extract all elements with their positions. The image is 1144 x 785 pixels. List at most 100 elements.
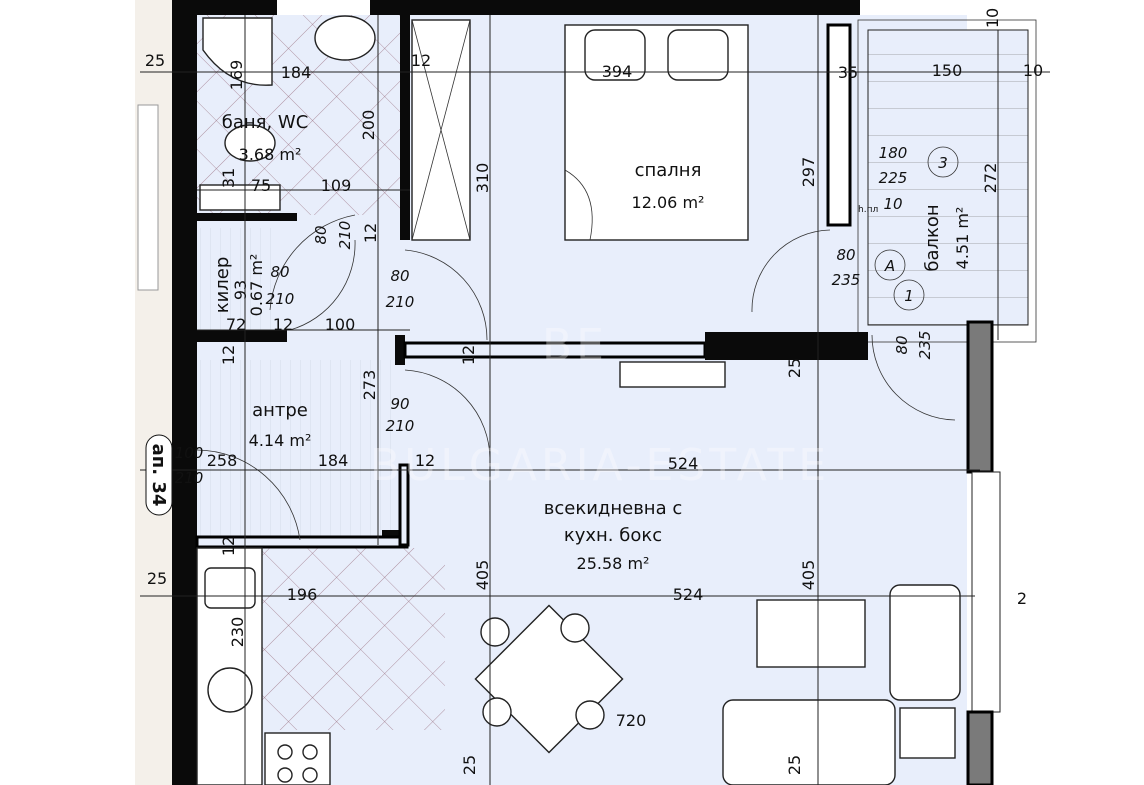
room-name-living: всекидневна с — [544, 498, 682, 519]
watermark-logo: BE — [542, 320, 608, 371]
dim-text: 25 — [145, 51, 165, 70]
dim-text: 180 — [879, 144, 908, 162]
dim-text: 100 — [325, 315, 356, 334]
room-name-bathroom: баня, WC — [222, 112, 309, 133]
dim-text: 524 — [668, 454, 699, 473]
dim-text: 210 — [175, 469, 204, 487]
dim-text: 196 — [287, 585, 318, 604]
dim-text: 230 — [228, 617, 247, 648]
dim-text: 273 — [360, 370, 379, 401]
dim-text: 150 — [932, 61, 963, 80]
markers: 3 A 1 h.пл — [858, 146, 959, 311]
dim-text: 100 — [175, 444, 204, 462]
pantry-dim: 93 — [231, 280, 250, 300]
dim-text: 210 — [386, 417, 415, 435]
dim-text: 258 — [207, 451, 238, 470]
wall-bedroom-balcony-beam — [705, 332, 868, 360]
wall-bath-pantry — [197, 213, 297, 221]
wall-pantry-hall — [197, 330, 287, 342]
dim-text: 297 — [799, 157, 818, 188]
dining-set — [474, 604, 624, 754]
dim-text: 12 — [273, 315, 293, 334]
dim-text: 12 — [361, 223, 380, 243]
exterior-wall-right-lower — [966, 710, 994, 785]
dim-text: 405 — [799, 560, 818, 591]
dim-text: 25 — [460, 755, 479, 775]
pantry-floor — [197, 228, 277, 338]
dim-text: 35 — [838, 63, 858, 82]
exterior-wall-top-left — [197, 0, 277, 15]
door-swings — [196, 214, 956, 541]
room-name-pantry: килер — [212, 257, 233, 314]
exterior-wall-right — [966, 320, 994, 474]
exterior-wall-left — [172, 0, 197, 785]
room-name-living-2: кухн. бокс — [564, 525, 662, 546]
dim-text: 10 — [883, 195, 902, 213]
dim-text: 210 — [386, 293, 415, 311]
dim-text: 10 — [1023, 61, 1043, 80]
toilet — [224, 124, 276, 162]
marker-door-a: A — [884, 257, 895, 275]
room-name-hall: антре — [252, 400, 308, 421]
wall-bath-wardrobe — [400, 15, 410, 240]
dim-text: 80 — [836, 246, 855, 264]
bed — [564, 24, 749, 241]
dim-text: 210 — [266, 290, 295, 308]
dim-text: 235 — [916, 331, 934, 360]
dim-text: 75 — [251, 176, 271, 195]
dim-text: 184 — [281, 63, 312, 82]
dim-text: 31 — [219, 168, 238, 188]
washbasin — [314, 15, 376, 61]
dimension-texts: 25 169 184 12 394 35 150 10 10 200 310 2… — [145, 8, 1043, 775]
boiler-unit — [199, 184, 281, 211]
dim-text: 235 — [832, 271, 861, 289]
window-right — [971, 471, 1001, 713]
room-area-pantry: 0.67 m² — [247, 254, 266, 317]
apartment-label: ап. 34 — [148, 444, 169, 507]
dim-text: 2 — [1017, 589, 1027, 608]
tv-unit — [619, 361, 726, 388]
marker-door-1: 1 — [904, 287, 914, 305]
dim-text: 272 — [981, 163, 1000, 194]
dim-text: 310 — [473, 163, 492, 194]
room-area-bedroom: 12.06 m² — [632, 193, 705, 212]
dim-text: 524 — [673, 585, 704, 604]
dim-text: 109 — [321, 176, 352, 195]
balcony-floor — [867, 29, 1029, 326]
dim-text: 80 — [390, 267, 409, 285]
dim-text: 184 — [318, 451, 349, 470]
dim-text: 169 — [227, 60, 246, 91]
shower-tray — [202, 17, 273, 86]
armchair — [889, 584, 961, 701]
marker-window-3: 3 — [938, 154, 948, 172]
dim-text: 25 — [785, 755, 804, 775]
side-table — [899, 707, 956, 759]
dim-text: 225 — [879, 169, 908, 187]
hall-floor — [197, 360, 400, 540]
dim-text: 80 — [893, 335, 911, 354]
apartment-badge — [145, 434, 173, 516]
room-name-bedroom: спалня — [635, 160, 702, 181]
dimension-lines — [140, 15, 1050, 785]
window-bedroom-balcony — [826, 23, 852, 227]
dim-text: 12 — [219, 536, 238, 556]
room-name-balcony: балкон — [922, 204, 943, 271]
dim-text: 12 — [415, 451, 435, 470]
dim-text: 394 — [602, 62, 633, 81]
dim-text: 25 — [785, 358, 804, 378]
dim-text: 720 — [616, 711, 647, 730]
room-area-hall: 4.14 m² — [249, 431, 312, 450]
coffee-table — [756, 599, 866, 668]
wall-hall-living — [398, 463, 410, 547]
wall-hall-post — [395, 335, 405, 365]
dim-text: 10 — [983, 8, 1002, 28]
dim-text: 210 — [336, 221, 354, 250]
dim-text: 12 — [219, 345, 238, 365]
neighbor-fixture — [137, 104, 159, 291]
dim-text: 80 — [312, 225, 330, 244]
dim-text: 90 — [390, 395, 409, 413]
room-area-living: 25.58 m² — [577, 554, 650, 573]
room-area-balcony: 4.51 m² — [953, 207, 972, 270]
balcony-railing — [857, 19, 1037, 343]
